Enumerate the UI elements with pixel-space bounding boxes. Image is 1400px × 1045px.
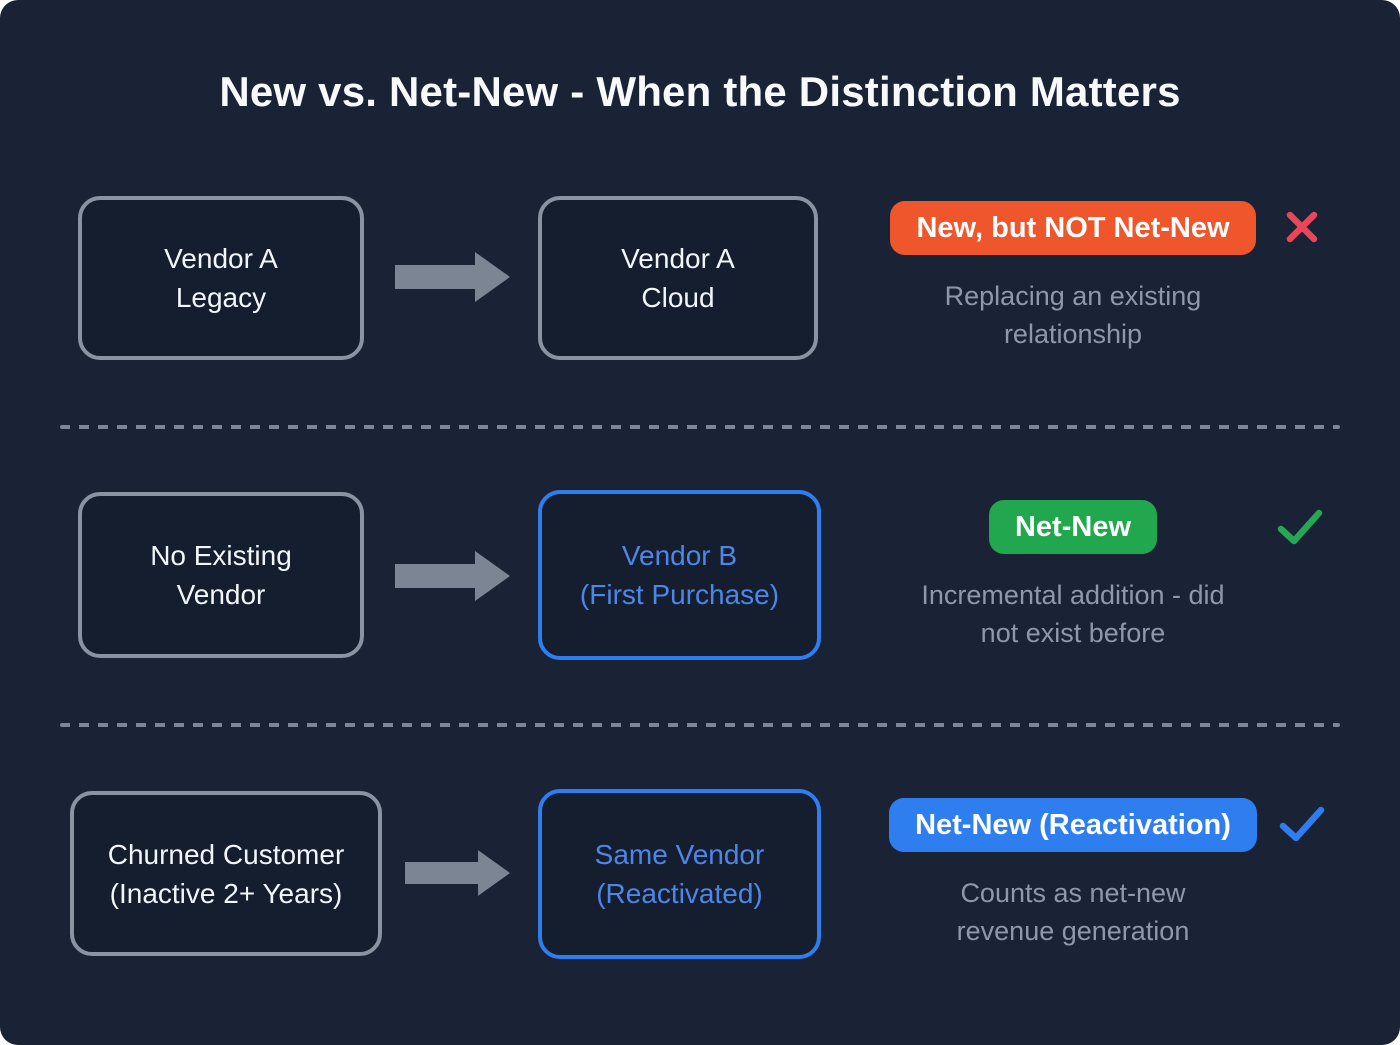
caption-line1: Incremental addition - did [921, 580, 1225, 610]
target-box: Vendor B (First Purchase) [538, 490, 821, 660]
right-arrow-icon [395, 551, 510, 601]
result-column: Net-New (Reactivation) Counts as net-new… [878, 798, 1268, 950]
source-box-label-line1: Churned Customer [107, 838, 345, 870]
result-column: Net-New Incremental addition - did not e… [878, 500, 1268, 652]
target-box: Vendor A Cloud [538, 196, 818, 360]
source-box: No Existing Vendor [78, 492, 364, 658]
result-column: New, but NOT Net-New Replacing an existi… [878, 201, 1268, 353]
target-box-label-line1: Vendor B [621, 540, 738, 571]
source-box-label-line2: (Inactive 2+ Years) [109, 877, 343, 909]
x-icon [1286, 211, 1318, 243]
caption-line1: Replacing an existing [944, 281, 1202, 311]
target-box-label-line1: Same Vendor [594, 839, 765, 870]
caption-line1: Counts as net-new [960, 878, 1186, 908]
target-box-label-line2: (Reactivated) [596, 878, 763, 909]
target-box-label-line2: (First Purchase) [579, 579, 780, 610]
status-badge: Net-New [988, 500, 1157, 554]
source-box: Vendor A Legacy [78, 196, 364, 360]
source-box: Churned Customer (Inactive 2+ Years) [70, 791, 382, 956]
source-box-label-line2: Legacy [175, 282, 267, 313]
status-badge: New, but NOT Net-New [890, 201, 1256, 255]
caption-text: Replacing an existing relationship [945, 277, 1202, 353]
caption-line2: not exist before [980, 618, 1166, 648]
target-box: Same Vendor (Reactivated) [538, 789, 821, 959]
caption-text: Incremental addition - did not exist bef… [921, 576, 1224, 652]
check-icon [1279, 806, 1325, 842]
row-divider [60, 723, 1340, 727]
page-title: New vs. Net-New - When the Distinction M… [219, 68, 1181, 115]
caption-line2: revenue generation [956, 916, 1190, 946]
check-icon [1277, 509, 1323, 545]
caption-line2: relationship [1003, 319, 1143, 349]
source-box-label-line2: Vendor [176, 579, 266, 610]
target-box-label-line2: Cloud [641, 282, 715, 313]
source-box-label-line1: No Existing [150, 540, 292, 571]
status-badge: Net-New (Reactivation) [889, 798, 1257, 852]
source-box-label-line1: Vendor A [164, 243, 278, 274]
right-arrow-icon [395, 252, 510, 302]
target-box-label-line1: Vendor A [621, 243, 735, 274]
right-arrow-icon [405, 850, 510, 896]
caption-text: Counts as net-new revenue generation [957, 874, 1190, 950]
row-divider [60, 425, 1340, 429]
